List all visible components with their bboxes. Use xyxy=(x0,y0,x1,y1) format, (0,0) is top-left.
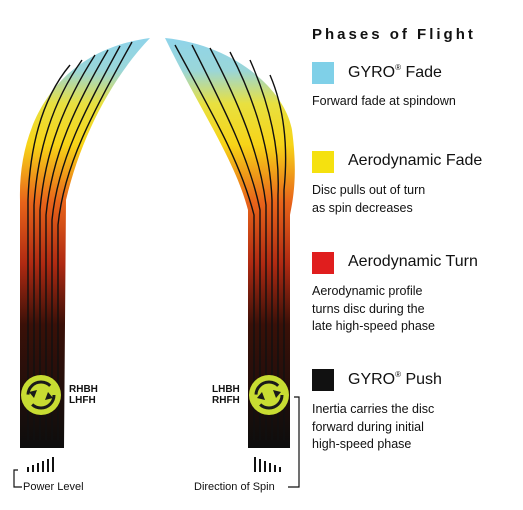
legend-title: Phases of Flight xyxy=(312,26,476,43)
right-flight-shape xyxy=(165,38,295,448)
throw-label-lhfh: LHFH xyxy=(69,395,96,406)
throw-label-rhbh: RHBH xyxy=(69,384,98,395)
power-level-bracket xyxy=(13,469,22,488)
power-level-bars-icon xyxy=(27,457,54,472)
legend-swatch-aerodynamic-turn xyxy=(312,252,334,274)
legend-item-title: GYRO® Push xyxy=(348,370,442,388)
left-throw-labels: RHBH LHFH xyxy=(69,384,98,406)
direction-of-spin-bars-icon xyxy=(254,457,281,472)
right-throw-labels: LHBH RHFH xyxy=(212,384,240,406)
right-flight-lines xyxy=(174,44,287,440)
legend-item-desc: Forward fade at spindown xyxy=(312,94,456,108)
legend-item-desc: Disc pulls out of turn as spin decreases xyxy=(312,183,426,215)
legend-item-title: Aerodynamic Turn xyxy=(348,253,478,270)
throw-label-rhfh: RHFH xyxy=(212,395,240,406)
legend-item-title: GYRO® Fade xyxy=(348,63,442,81)
legend-item-desc: Aerodynamic profile turns disc during th… xyxy=(312,284,436,333)
legend-item-desc: Inertia carries the disc forward during … xyxy=(312,402,435,451)
spin-direction-icon-left xyxy=(21,375,61,415)
left-flight-lines xyxy=(27,41,133,440)
legend-item-title: Aerodynamic Fade xyxy=(348,152,483,169)
left-flight-shape xyxy=(19,38,150,448)
throw-label-lhbh: LHBH xyxy=(212,384,240,395)
legend-swatch-gyro-push xyxy=(312,369,334,391)
spin-direction-icon-right xyxy=(249,375,289,415)
legend-swatch-aerodynamic-fade xyxy=(312,151,334,173)
legend-swatch-gyro-fade xyxy=(312,62,334,84)
spin-bracket xyxy=(288,396,300,488)
direction-of-spin-label: Direction of Spin xyxy=(194,481,275,493)
power-level-label: Power Level xyxy=(23,481,84,493)
